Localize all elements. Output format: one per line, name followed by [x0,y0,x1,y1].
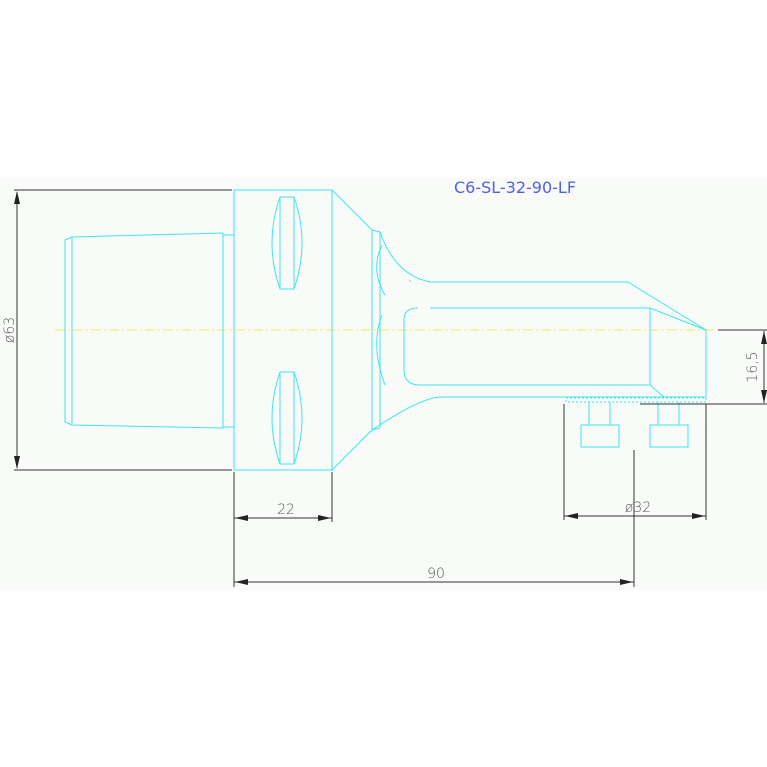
drawing-title: C6-SL-32-90-LF [454,178,576,197]
svg-text:16,5: 16,5 [745,351,761,382]
svg-text:ø32: ø32 [625,500,651,516]
flange [233,189,333,471]
tool-holder-outline [64,189,707,471]
dimension-overall-length: 90 [234,450,635,587]
dimension-offset: 16,5 [640,329,767,405]
svg-text:ø63: ø63 [2,317,18,343]
clamp-screw-1 [565,397,707,448]
drive-slot-top [271,196,303,290]
svg-text:22: 22 [277,502,295,518]
dimension-shank-diameter: ø32 [563,404,707,520]
clamp-screw-2 [649,402,689,448]
bore [403,307,651,386]
drive-slot-bottom [271,371,303,465]
dimension-flange-width: 22 [233,472,333,587]
drawing-area [0,178,767,590]
dimension-flange-diameter: ø63 [2,189,232,471]
svg-text:90: 90 [427,566,445,582]
